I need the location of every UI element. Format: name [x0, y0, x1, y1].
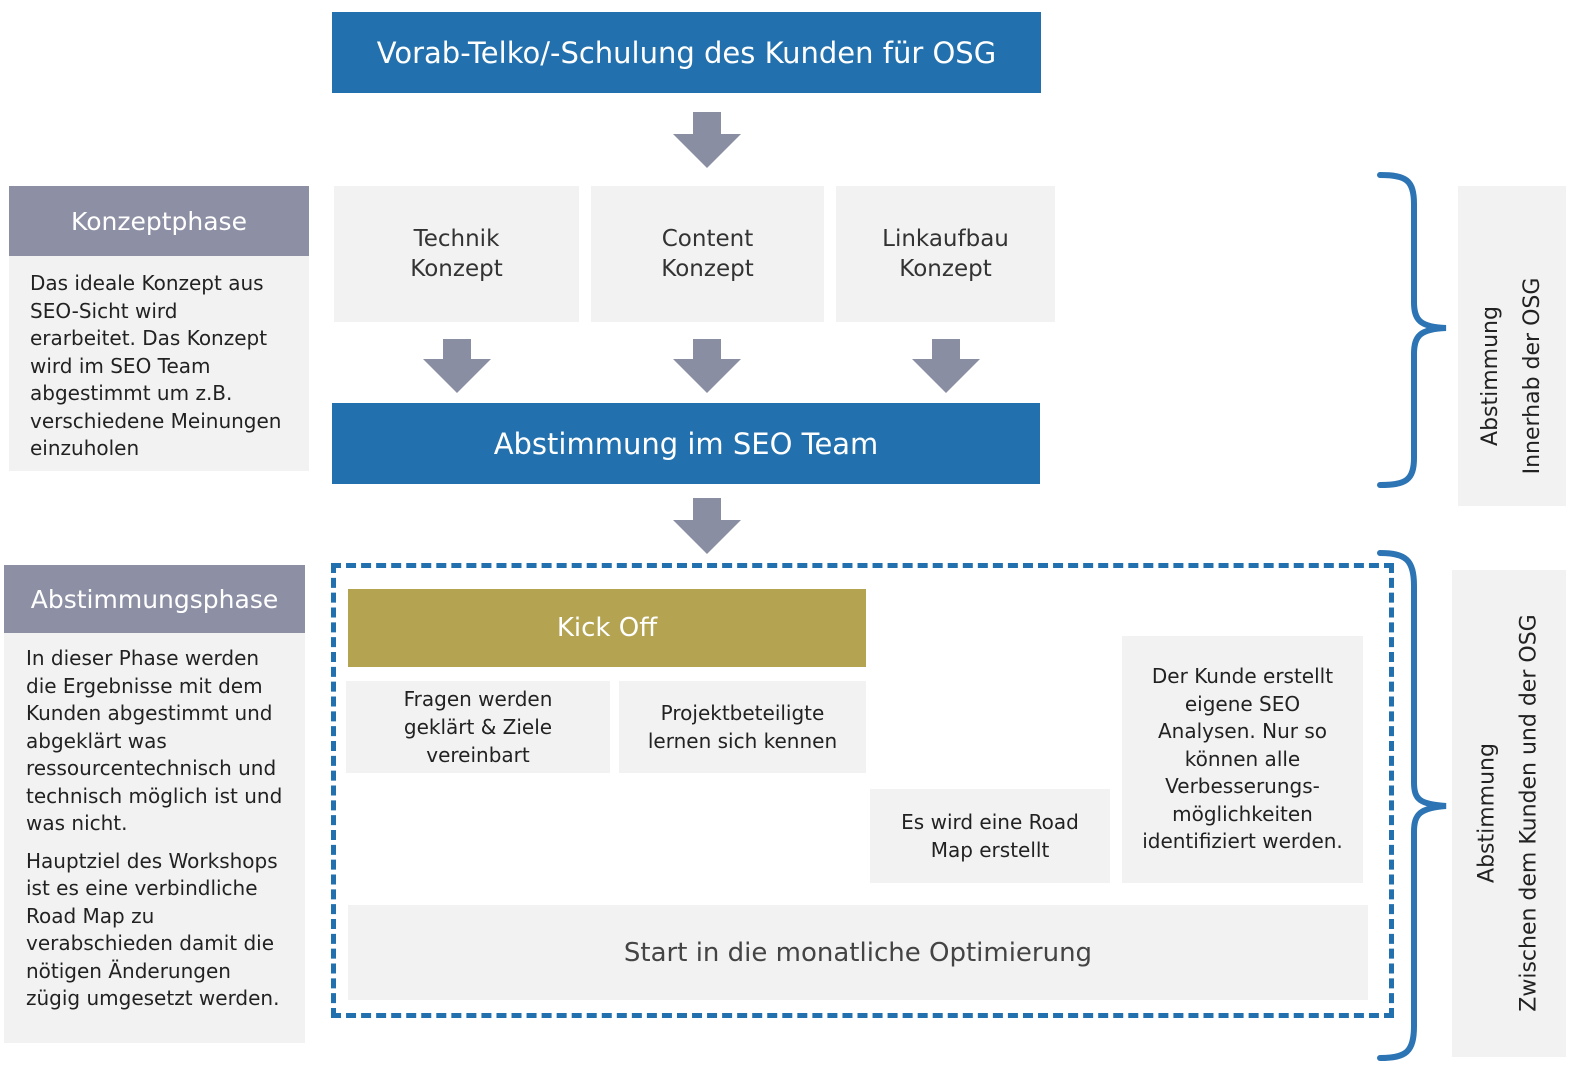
kickoff-title: Kick Off — [556, 613, 658, 643]
concept-linkaufbau-line2: Konzept — [899, 256, 992, 282]
side-label-upper: Abstimmung Innerhab der OSG — [1464, 216, 1560, 536]
customer-analysis-text: Der Kunde erstellt eigene SEO Analysen. … — [1142, 664, 1343, 854]
abstimmungsphase-title: Abstimmungsphase — [30, 584, 279, 614]
concept-technik: Technik Konzept — [334, 186, 579, 322]
start-optimization-box: Start in die monatliche Optimierung — [348, 905, 1368, 1000]
brace-upper-icon — [1377, 172, 1447, 488]
side-label-lower: Abstimmung Zwischen dem Kunden und der O… — [1459, 570, 1559, 1057]
abstimmungsphase-text-2: Hauptziel des Workshops ist es eine verb… — [26, 848, 280, 1011]
concept-technik-line1: Technik — [413, 226, 500, 252]
side-label-upper-line2: Innerhab der OSG — [1520, 277, 1545, 475]
team-banner-text: Abstimmung im SEO Team — [493, 426, 879, 461]
workshop-frame — [331, 563, 1394, 1018]
brace-lower-icon — [1377, 550, 1447, 1061]
top-banner: Vorab-Telko/-Schulung des Kunden für OSG — [332, 12, 1041, 93]
kickoff-box-questions-text: Fragen werden geklärt & Ziele vereinbart — [403, 687, 553, 767]
team-banner: Abstimmung im SEO Team — [332, 403, 1040, 484]
kickoff-box-participants-text: Projektbeteiligte lernen sich kennen — [647, 701, 838, 753]
abstimmungsphase-text-1: In dieser Phase werden die Ergebnisse mi… — [26, 646, 283, 835]
down-arrow-icon — [912, 339, 980, 393]
roadmap-text: Es wird eine Road Map erstellt — [901, 810, 1079, 862]
konzeptphase-text: Das ideale Konzept aus SEO-Sicht wird er… — [30, 271, 282, 460]
down-arrow-icon — [673, 112, 741, 168]
kickoff-header: Kick Off — [348, 589, 866, 667]
side-label-upper-panel — [1458, 186, 1566, 506]
side-label-upper-line1: Abstimmung — [1478, 306, 1503, 446]
start-optimization-text: Start in die monatliche Optimierung — [623, 937, 1093, 968]
down-arrow-icon — [673, 498, 741, 554]
customer-analysis-box: Der Kunde erstellt eigene SEO Analysen. … — [1122, 636, 1363, 883]
top-banner-text: Vorab-Telko/-Schulung des Kunden für OSG — [376, 35, 997, 70]
concept-linkaufbau-line1: Linkaufbau — [882, 226, 1009, 252]
concept-technik-line2: Konzept — [410, 256, 503, 282]
abstimmungsphase-body: In dieser Phase werden die Ergebnisse mi… — [4, 633, 305, 1043]
roadmap-box: Es wird eine Road Map erstellt — [870, 789, 1110, 883]
side-label-lower-line1: Abstimmung — [1474, 743, 1500, 883]
concept-content-line1: Content — [661, 226, 754, 252]
side-label-lower-panel — [1452, 570, 1566, 1057]
down-arrow-icon — [673, 339, 741, 393]
konzeptphase-body: Das ideale Konzept aus SEO-Sicht wird er… — [9, 256, 309, 471]
down-arrow-icon — [423, 339, 491, 393]
side-label-lower-line2: Zwischen dem Kunden und der OSG — [1516, 614, 1542, 1012]
abstimmungsphase-header: Abstimmungsphase — [4, 565, 305, 633]
kickoff-box-questions: Fragen werden geklärt & Ziele vereinbart — [346, 681, 610, 773]
concept-linkaufbau: Linkaufbau Konzept — [836, 186, 1055, 322]
konzeptphase-title: Konzeptphase — [71, 206, 247, 236]
concept-content: Content Konzept — [591, 186, 824, 322]
kickoff-box-participants: Projektbeteiligte lernen sich kennen — [619, 681, 866, 773]
konzeptphase-header: Konzeptphase — [9, 186, 309, 256]
concept-content-line2: Konzept — [661, 256, 754, 282]
